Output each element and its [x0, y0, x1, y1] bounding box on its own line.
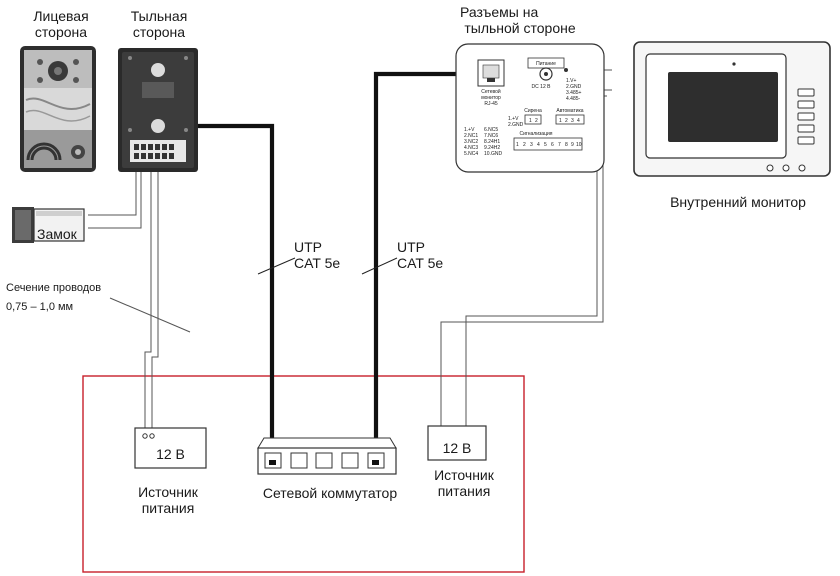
front-side-label-2: сторона: [34, 24, 88, 40]
rear-side-label-1: Тыльная: [130, 8, 188, 24]
utp-left-label: UTP CAT 5e: [294, 239, 340, 271]
psu-right-label: Источник питания: [414, 467, 514, 499]
rj45-label-2: монитор: [481, 95, 501, 101]
rear-side-label: Тыльная сторона: [114, 8, 204, 40]
psu-left: [134, 427, 207, 469]
relay-10: 10.GND: [484, 151, 502, 157]
alarm-num-6: 6: [551, 142, 554, 148]
utp-leaders: [257, 257, 398, 275]
relay-3: 3.NC2: [464, 139, 478, 145]
wire-section-label-1: Сечение проводов: [6, 282, 102, 294]
psu-right: [427, 425, 487, 461]
utp-left-label-2: CAT 5e: [294, 255, 341, 271]
indoor-monitor-label: Внутренний монитор: [670, 194, 806, 210]
relay-1: 1.+V: [464, 127, 475, 133]
wire-section-label-2: 0,75 – 1,0 мм: [6, 301, 74, 313]
relay-4: 4.NC3: [464, 145, 478, 151]
alarm-num-2: 2: [523, 142, 526, 148]
power-pin-1: 1.V+: [566, 78, 577, 84]
utp-right-label-1: UTP: [397, 239, 425, 255]
power-pin-2: 2.GND: [566, 84, 582, 90]
installation-frame: [82, 375, 525, 573]
thin-wires: [88, 69, 612, 434]
psu-left-label-1: Источник: [138, 484, 198, 500]
utp-left-label-1: UTP: [294, 239, 322, 255]
alarm-terminal: [513, 137, 583, 151]
alarm-num-3: 3: [530, 142, 533, 148]
switch-port-4: [341, 452, 359, 469]
relay-8: 8.24H1: [484, 139, 500, 145]
automation-num-2: 2: [565, 118, 568, 124]
rj45-label-1: Сетевой: [481, 88, 501, 95]
relay-9: 9.24H2: [484, 145, 500, 151]
switch-port-2: [290, 452, 308, 469]
wire-section-label: Сечение проводов 0,75 – 1,0 мм: [6, 282, 101, 314]
rear-connectors-label-1: Разъемы на: [460, 4, 539, 20]
psu-left-voltage: 12 В: [156, 446, 185, 462]
utp-right-label-2: CAT 5e: [397, 255, 444, 271]
siren-num-1: 1: [529, 118, 532, 124]
alarm-num-9: 9: [571, 142, 574, 148]
front-side-label: Лицевая сторона: [16, 8, 106, 40]
rear-side-label-2: сторона: [132, 24, 186, 40]
siren-num-2: 2: [535, 118, 538, 124]
power-label: Питание: [536, 61, 556, 67]
alarm-num-1: 1: [516, 142, 519, 148]
relay-2: 2.NC1: [464, 133, 478, 139]
call-panel-rear: [118, 48, 198, 172]
alarm-num-4: 4: [537, 142, 540, 148]
alarm-num-5: 5: [544, 142, 547, 148]
siren-title: Сирена: [524, 108, 542, 114]
psu-left-label: Источник питания: [118, 484, 218, 516]
relay-6: 6.NC5: [484, 127, 498, 133]
automation-num-1: 1: [559, 118, 562, 124]
rear-connectors-label: Разъемы на тыльной стороне: [440, 4, 600, 36]
rear-connectors-label-2: тыльной стороне: [464, 20, 576, 36]
dc-label: DC 12 В: [532, 84, 552, 90]
lock: [12, 207, 85, 243]
alarm-num-7: 7: [558, 142, 561, 148]
connector-panel-text: Сетевой монитор RJ-45 Питание DC 12 В 1.…: [464, 61, 584, 157]
indoor-monitor: [633, 41, 831, 177]
alarm-num-8: 8: [565, 142, 568, 148]
alarm-title: Сигнализация: [520, 131, 553, 137]
relay-7: 7.NC6: [484, 133, 498, 139]
alarm-numbers: 1 2 3 4 5 6 7 8 9 10: [516, 142, 582, 148]
front-side-label-1: Лицевая: [33, 8, 89, 24]
connector-panel: [455, 43, 605, 173]
automation-title: Автоматика: [556, 108, 583, 114]
alarm-num-10: 10: [576, 142, 582, 148]
power-pin-4: 4.485-: [566, 96, 581, 102]
power-pin-3: 3.485+: [566, 90, 582, 96]
psu-left-label-2: питания: [141, 500, 195, 516]
siren-pin-1: 1.+V: [508, 116, 519, 122]
switch-port-3: [315, 452, 333, 469]
automation-terminal: [555, 114, 585, 125]
automation-num-3: 3: [571, 118, 574, 124]
rj45-label-3: RJ-45: [484, 101, 498, 107]
siren-pin-2: 2.GND: [508, 122, 524, 128]
lock-label: Замок: [37, 226, 77, 242]
psu-right-label-2: питания: [437, 483, 491, 499]
relay-5: 5.NC4: [464, 151, 478, 157]
call-panel-front: [20, 46, 96, 172]
utp-right-label: UTP CAT 5e: [397, 239, 443, 271]
network-switch: [257, 437, 397, 475]
psu-right-voltage: 12 В: [442, 440, 472, 456]
psu-right-label-1: Источник: [434, 467, 494, 483]
siren-terminal: [524, 114, 542, 125]
network-switch-label: Сетевой коммутатор: [262, 485, 398, 501]
automation-num-4: 4: [577, 118, 580, 124]
